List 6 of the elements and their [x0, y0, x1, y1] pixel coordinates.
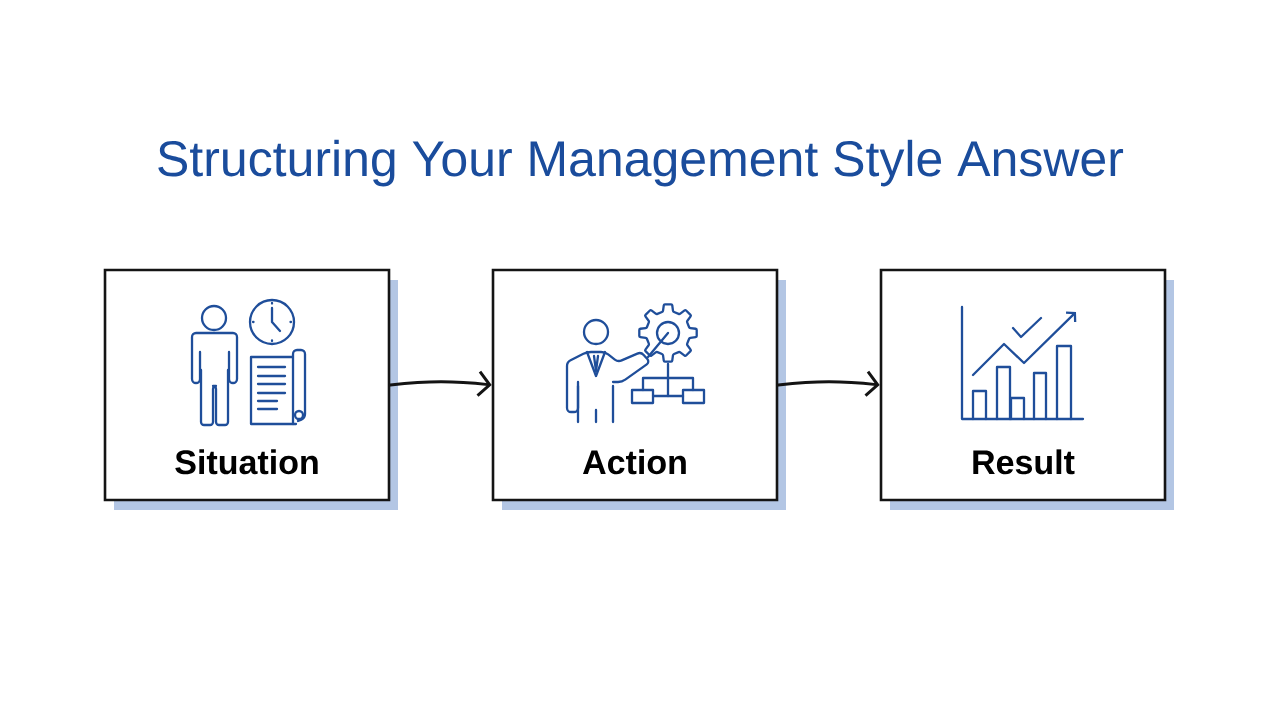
process-box: Situation [103, 268, 398, 510]
arrow [776, 370, 880, 397]
process-box: Action [491, 268, 786, 510]
title: Structuring Your Management Style Answer [158, 139, 1124, 187]
process-box: Result [879, 268, 1174, 510]
arrow [388, 370, 492, 397]
